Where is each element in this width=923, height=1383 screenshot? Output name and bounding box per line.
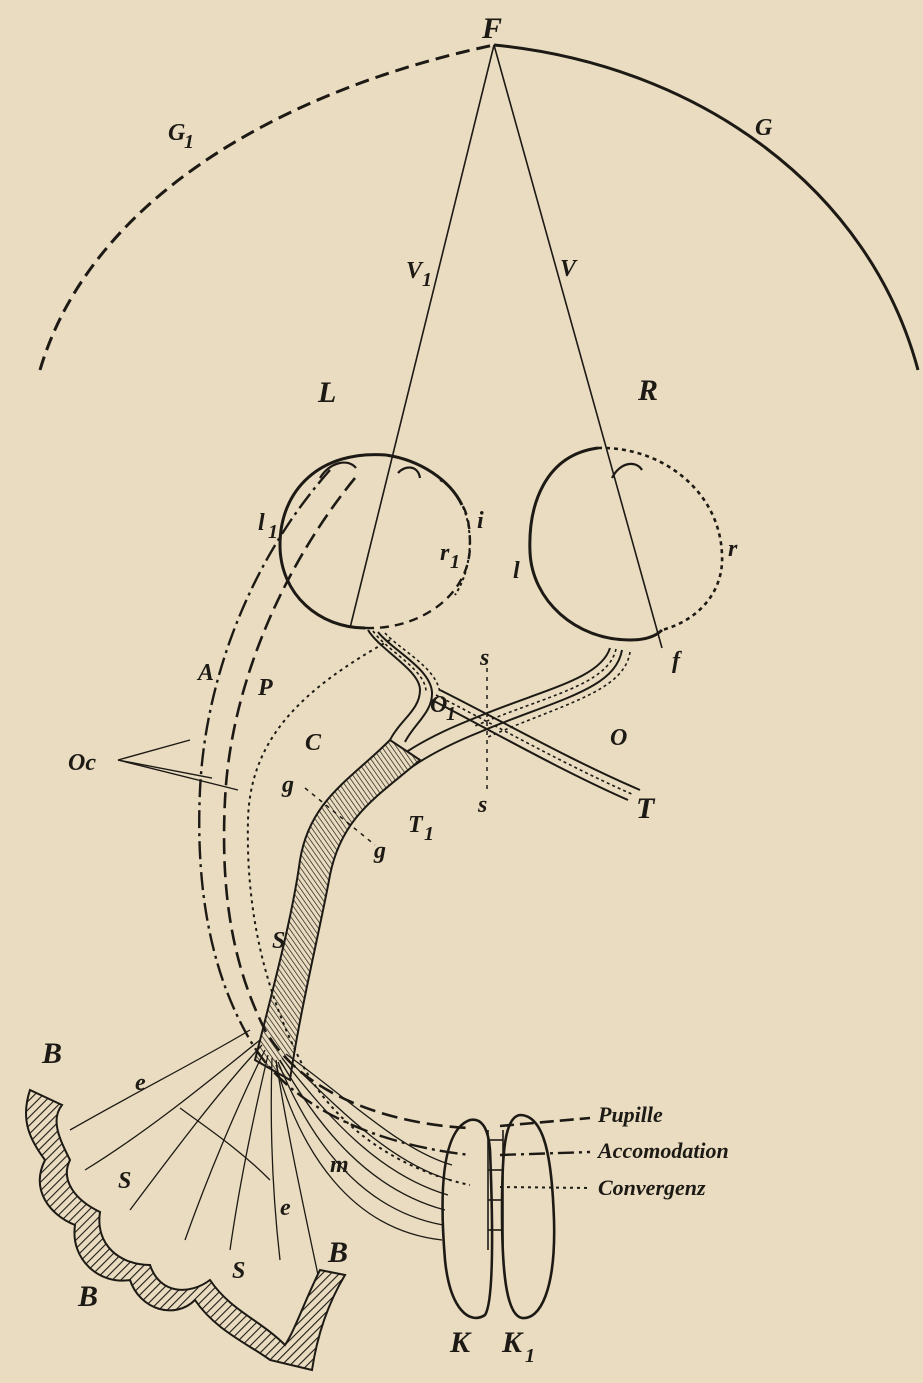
label-b-left-bottom: B bbox=[77, 1280, 98, 1313]
label-s-tract: S bbox=[272, 928, 285, 954]
label-g-bottom: g bbox=[373, 838, 386, 864]
label-i: i bbox=[477, 508, 484, 534]
label-p: P bbox=[257, 675, 273, 701]
label-oc: Oc bbox=[68, 750, 96, 776]
legend-convergenz-text: Convergenz bbox=[598, 1175, 706, 1200]
label-g1-sub: 1 bbox=[184, 131, 194, 153]
legend-accomodation-text: Accomodation bbox=[596, 1138, 729, 1163]
label-r: R bbox=[637, 374, 658, 407]
label-v1-sub: 1 bbox=[422, 269, 432, 291]
label-t1-sub: 1 bbox=[424, 823, 434, 845]
label-k1: K bbox=[501, 1326, 524, 1359]
label-e-top: e bbox=[135, 1070, 146, 1096]
label-r1-sub: 1 bbox=[450, 551, 460, 573]
label-s-bottom: S bbox=[232, 1258, 245, 1284]
label-b-left-top: B bbox=[41, 1037, 62, 1070]
label-e-bottom: e bbox=[280, 1195, 291, 1221]
label-k: K bbox=[449, 1326, 472, 1359]
label-o1-sub: 1 bbox=[446, 703, 456, 725]
label-t: T bbox=[636, 792, 656, 825]
label-o1: O bbox=[430, 692, 447, 718]
label-g-top: g bbox=[281, 772, 294, 798]
label-f: F bbox=[481, 12, 502, 45]
label-v: V bbox=[560, 256, 578, 282]
label-a: A bbox=[196, 660, 214, 686]
legend-pupille-text: Pupille bbox=[597, 1102, 663, 1127]
label-s-top: s bbox=[479, 645, 489, 671]
label-k1-sub: 1 bbox=[525, 1345, 535, 1367]
label-l1-sub: 1 bbox=[268, 521, 278, 543]
label-b-right: B bbox=[327, 1236, 348, 1269]
label-r1: r bbox=[440, 540, 450, 566]
label-s-left: S bbox=[118, 1168, 131, 1194]
label-c: C bbox=[305, 730, 322, 756]
label-s-bottom: s bbox=[477, 792, 487, 818]
label-r-right: r bbox=[728, 536, 738, 562]
label-l: L bbox=[317, 376, 336, 409]
label-g: G bbox=[755, 115, 773, 141]
label-m: m bbox=[330, 1152, 349, 1178]
label-t1: T bbox=[408, 812, 424, 838]
label-l-right: l bbox=[513, 558, 520, 584]
label-o: O bbox=[610, 725, 627, 751]
label-l1: l bbox=[258, 510, 265, 536]
